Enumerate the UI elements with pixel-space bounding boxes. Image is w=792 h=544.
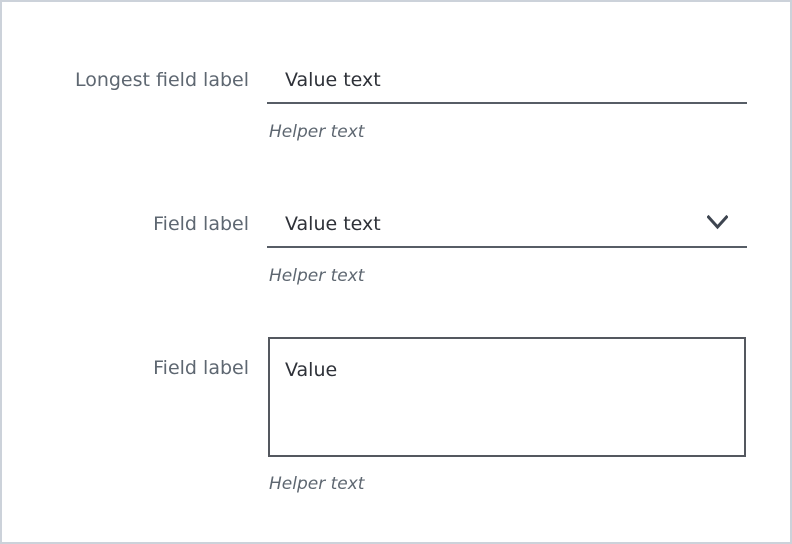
textarea-input[interactable]: Value (268, 337, 746, 457)
select-value: Value text (285, 213, 381, 235)
helper-text: Helper text (269, 266, 365, 286)
text-input[interactable] (267, 66, 747, 104)
helper-text: Helper text (269, 122, 365, 142)
helper-text: Helper text (269, 474, 365, 494)
select-input[interactable]: Value text (267, 210, 747, 248)
field-label: Longest field label (74, 69, 249, 91)
field-label: Field label (153, 213, 249, 235)
chevron-down-icon (706, 214, 729, 230)
field-label: Field label (153, 357, 249, 379)
